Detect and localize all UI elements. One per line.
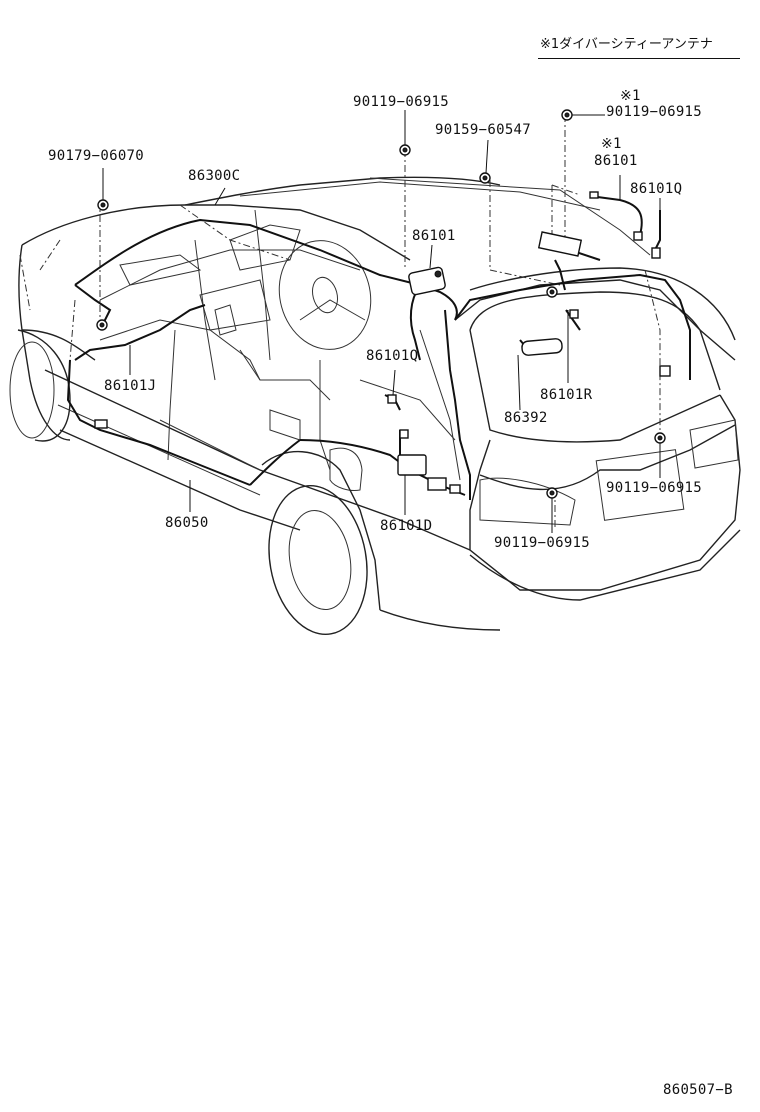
label-mark1-b: ※1 xyxy=(601,136,622,152)
label-90159-60547: 90159−60547 xyxy=(435,122,532,138)
leader-lines xyxy=(102,110,661,533)
label-90119-06915-rear: 90119−06915 xyxy=(606,480,703,496)
label-86392: 86392 xyxy=(504,410,548,426)
label-86101r: 86101R xyxy=(540,387,593,403)
label-90119-06915-bottom: 90119−06915 xyxy=(494,535,591,551)
diversity-antenna-note: ※1ダイバーシティーアンテナ xyxy=(540,37,713,52)
label-86101q-right: 86101Q xyxy=(630,181,683,197)
label-86050: 86050 xyxy=(165,515,209,531)
note-underline xyxy=(538,58,740,59)
label-90119-06915-right: 90119−06915 xyxy=(606,104,703,120)
label-86300c: 86300C xyxy=(188,168,241,184)
label-90179-06070: 90179−06070 xyxy=(48,148,145,164)
label-86101q-center: 86101Q xyxy=(366,348,419,364)
car-body-outline xyxy=(9,176,741,636)
label-86101-center: 86101 xyxy=(412,228,456,244)
label-86101-right: 86101 xyxy=(594,153,638,169)
label-86101j: 86101J xyxy=(104,378,157,394)
parts xyxy=(94,109,671,499)
label-mark1-a: ※1 xyxy=(620,88,641,104)
diagram-code: 860507−B xyxy=(663,1082,733,1098)
label-86101d: 86101D xyxy=(380,518,433,534)
label-90119-06915-top: 90119−06915 xyxy=(353,94,450,110)
reference-lines xyxy=(19,115,661,530)
